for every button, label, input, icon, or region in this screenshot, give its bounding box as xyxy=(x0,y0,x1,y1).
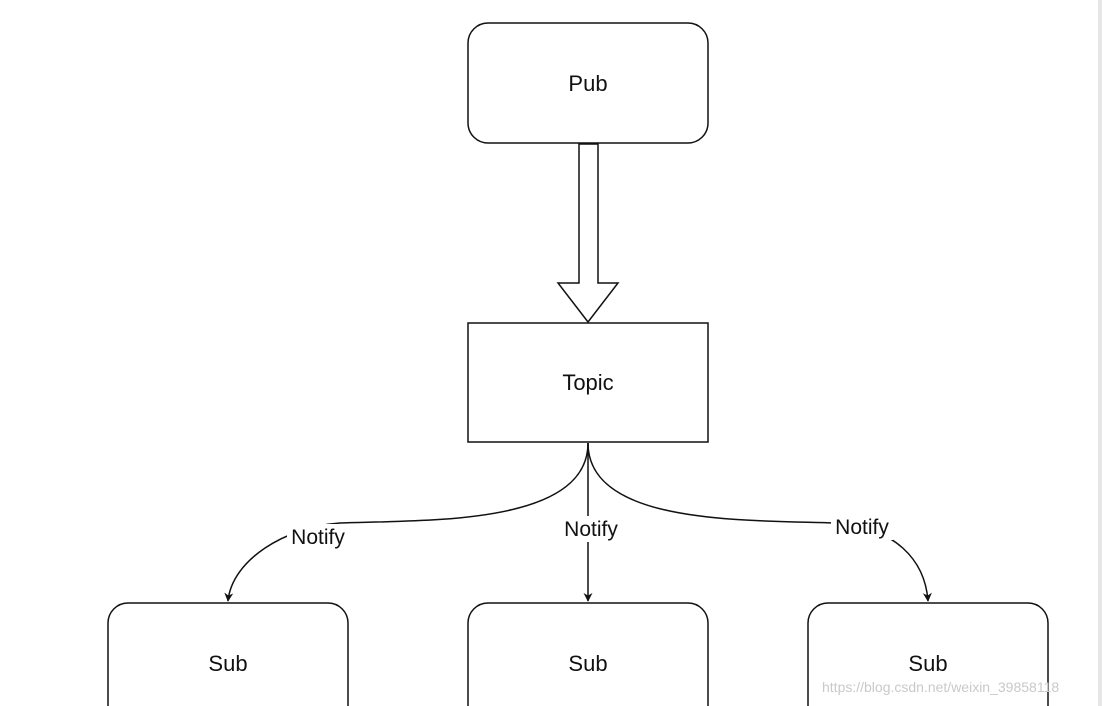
sub-node-right-box xyxy=(807,602,1049,706)
sub-node-center-label: Sub xyxy=(568,651,607,676)
sub-node-center[interactable]: Sub xyxy=(467,602,709,706)
watermark-text: https://blog.csdn.net/weixin_39858118 xyxy=(822,679,1060,695)
sub-node-right-label: Sub xyxy=(908,651,947,676)
notify-label-center: Notify xyxy=(564,518,618,541)
sub-node-center-box xyxy=(467,602,709,706)
pub-node[interactable]: Pub xyxy=(467,22,709,144)
sub-node-right[interactable]: Sub xyxy=(807,602,1049,706)
topic-node[interactable]: Topic xyxy=(467,322,709,443)
topic-node-label: Topic xyxy=(562,370,613,395)
sub-node-left[interactable]: Sub xyxy=(107,602,349,706)
topic-node-box xyxy=(467,322,709,443)
sub-node-left-box xyxy=(107,602,349,706)
notify-edge-right xyxy=(587,442,932,602)
notify-label-left: Notify xyxy=(291,526,345,549)
notify-label-center-bg xyxy=(560,516,622,542)
pub-node-box xyxy=(467,22,709,144)
pub-node-label: Pub xyxy=(568,71,607,96)
notify-label-right: Notify xyxy=(835,516,889,539)
right-edge-rule xyxy=(1098,0,1102,706)
sub-node-left-label: Sub xyxy=(208,651,247,676)
publish-arrow xyxy=(556,143,620,324)
notify-edge-left xyxy=(224,442,589,602)
notify-label-right-bg xyxy=(831,514,893,540)
notify-label-left-bg xyxy=(287,524,349,550)
